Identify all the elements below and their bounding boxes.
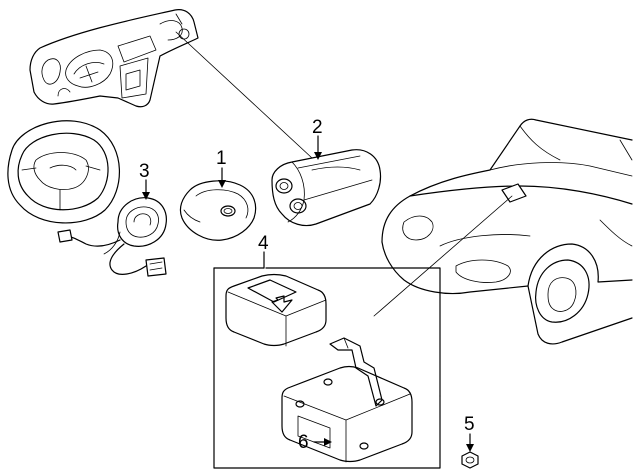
callout-label-3: 3 [139,161,150,182]
vehicle-front-illustration [381,118,633,345]
callout-label-4: 4 [258,233,269,254]
group-box-part-4 [213,251,441,469]
callout-arrows [142,135,474,452]
callout-label-2: 2 [312,117,323,138]
passenger-airbag-module-illustration [271,149,382,227]
vehicle-leader-line [373,195,513,317]
nut-illustration [461,451,479,469]
dashboard-leader-line [175,31,313,159]
callout-label-1: 1 [216,148,227,169]
callout-label-5: 5 [464,414,475,435]
airbag-control-module-illustration [225,273,327,347]
steering-wheel-illustration [7,120,121,224]
callout-label-6: 6 [298,432,309,453]
driver-airbag-module-illustration [179,180,257,241]
bracket-module-illustration [281,337,413,463]
clock-spring-illustration [57,197,167,277]
dashboard-illustration [29,9,199,108]
